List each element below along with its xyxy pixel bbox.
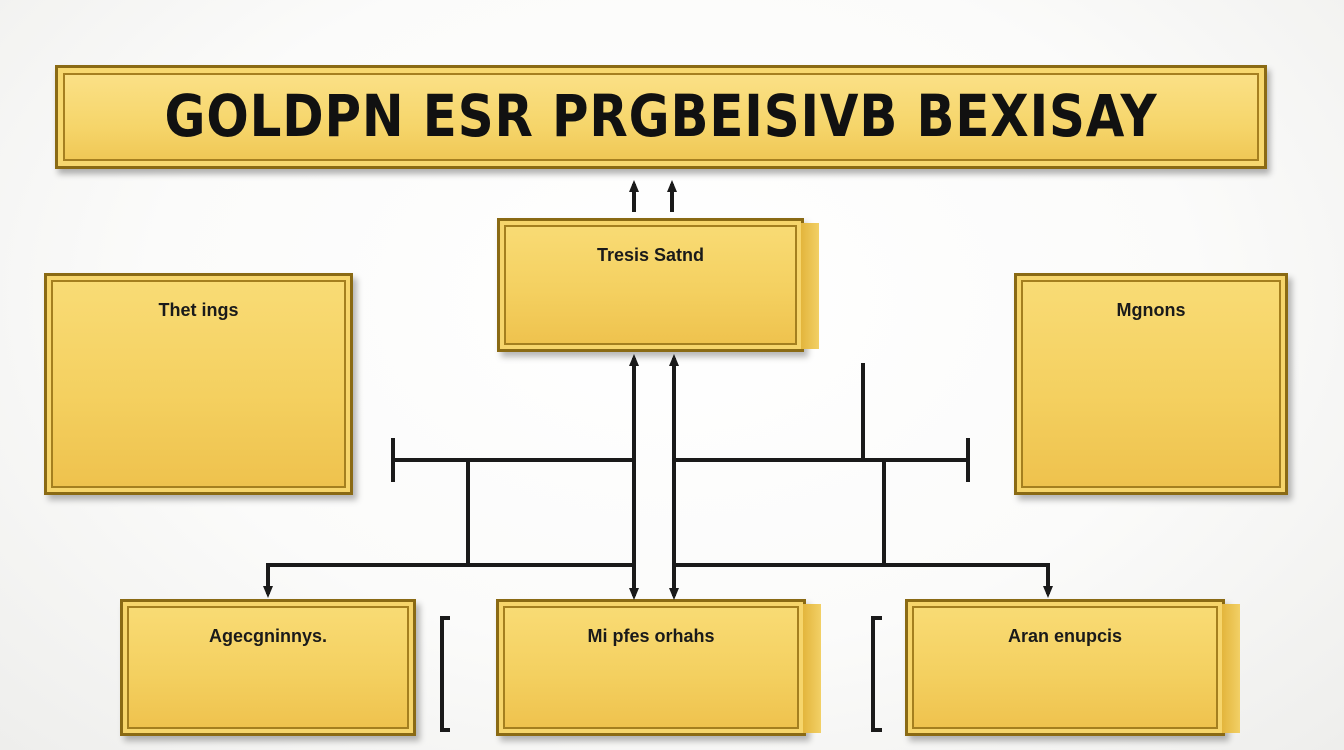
bottom-right-box: Aran enupcis <box>905 599 1240 736</box>
diagram-title: GOLDPN ESR PRGBEISIVB BEXISAY <box>164 82 1158 150</box>
bracket-right <box>871 616 882 732</box>
bottom-center-box: Mi pfes orhahs <box>496 599 821 736</box>
bottom-center-box-label: Mi pfes orhahs <box>587 626 715 646</box>
left-panel-box-label: Thet ings <box>158 300 239 320</box>
bottom-right-box-label: Aran enupcis <box>1007 626 1123 646</box>
left-panel-box: Thet ings <box>44 273 353 495</box>
right-panel-box: Mgnons <box>1014 273 1288 495</box>
thesis-box: Tresis Satnd <box>497 218 819 352</box>
bracket-left <box>440 616 450 732</box>
thesis-box-label: Tresis Satnd <box>596 245 705 265</box>
bottom-left-box: Agecgninnys. <box>120 599 416 736</box>
right-panel-box-label: Mgnons <box>1116 300 1186 320</box>
title-banner: GOLDPN ESR PRGBEISIVB BEXISAY <box>55 65 1267 169</box>
bottom-left-box-label: Agecgninnys. <box>208 626 328 646</box>
